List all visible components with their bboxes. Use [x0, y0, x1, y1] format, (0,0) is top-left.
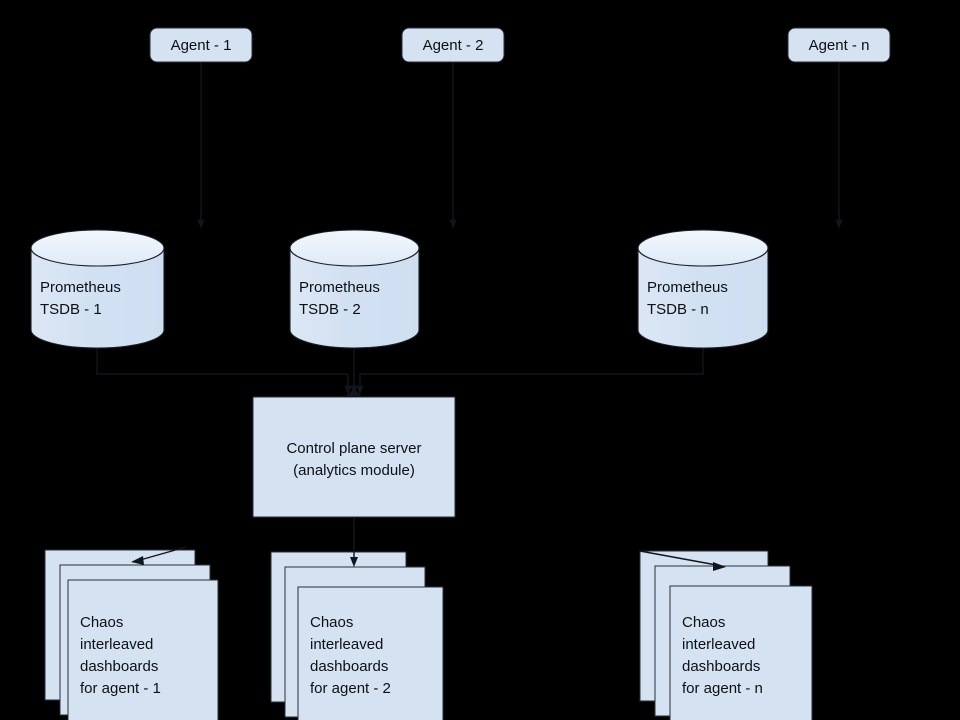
- dashboard-agent-1-line2: interleaved: [80, 636, 153, 653]
- dashboard-agent-n-line4: for agent - n: [682, 680, 763, 697]
- arrowline-into-dashboards-agent-n: [639, 550, 723, 567]
- dashboard-agent-2-line4: for agent - 2: [310, 680, 391, 697]
- dashboard-agent-n-line1: Chaos: [682, 614, 725, 631]
- tsdb-1-label-line2: TSDB - 1: [40, 301, 102, 318]
- agent-node-agent-2[interactable]: Agent - 2: [401, 27, 505, 63]
- tsdb-n-label-line2: TSDB - n: [647, 301, 709, 318]
- dashboard-agent-2-line2: interleaved: [310, 636, 383, 653]
- dashboard-agent-1-line3: dashboards: [80, 658, 158, 675]
- tsdb-2-label-line2: TSDB - 2: [299, 301, 361, 318]
- dashboard-agent-n-line2: interleaved: [682, 636, 755, 653]
- arrowhead-into-dashboards-agent-n: [713, 562, 726, 571]
- dashboard-stack-agent-1[interactable]: Chaos interleaved dashboards for agent -…: [44, 549, 219, 720]
- tsdb-2-cylinder-body[interactable]: [289, 247, 420, 349]
- agent-n-label: Agent - n: [809, 37, 870, 54]
- agent-1-label: Agent - 1: [171, 37, 232, 54]
- tsdb-n-cylinder-body[interactable]: [637, 247, 769, 349]
- arrowhead-into-dashboards-agent-2: [350, 557, 358, 567]
- datastore-node-tsdb-1[interactable]: Prometheus TSDB - 1: [30, 229, 165, 349]
- datastore-node-tsdb-n[interactable]: Prometheus TSDB - n: [637, 229, 769, 349]
- agent-2-label: Agent - 2: [423, 37, 484, 54]
- dashboard-agent-1-line1: Chaos: [80, 614, 123, 631]
- tsdb-n-cylinder-top: [637, 229, 769, 267]
- control-plane-label-line2: (analytics module): [293, 462, 415, 479]
- control-plane-node[interactable]: Control plane server (analytics module): [252, 396, 456, 518]
- control-plane-label-line1: Control plane server: [286, 440, 421, 457]
- dashboard-agent-2-line1: Chaos: [310, 614, 353, 631]
- datastore-node-tsdb-2[interactable]: Prometheus TSDB - 2: [289, 229, 420, 349]
- dashboard-card-front-agent-1[interactable]: [67, 579, 219, 720]
- dashboard-agent-n-line3: dashboards: [682, 658, 760, 675]
- tsdb-n-label-line1: Prometheus: [647, 279, 728, 296]
- tsdb-1-cylinder-body[interactable]: [30, 247, 165, 349]
- control-plane-box[interactable]: [252, 396, 456, 518]
- agent-1-box[interactable]: [149, 27, 253, 63]
- arrowhead-into-control-plane: [345, 389, 363, 397]
- tsdb-2-cylinder-top: [289, 229, 420, 267]
- tsdb-1-cylinder-top: [30, 229, 165, 267]
- agent-n-box[interactable]: [787, 27, 891, 63]
- dashboard-stack-agent-n[interactable]: Chaos interleaved dashboards for agent -…: [639, 550, 813, 720]
- agent-2-box[interactable]: [401, 27, 505, 63]
- dashboard-agent-2-line3: dashboards: [310, 658, 388, 675]
- dashboard-card-front-agent-n[interactable]: [669, 585, 813, 720]
- tsdb-2-label-line1: Prometheus: [299, 279, 380, 296]
- dashboard-agent-1-line4: for agent - 1: [80, 680, 161, 697]
- visible-arrowhead-layer: [131, 389, 726, 571]
- dashboard-card-front-agent-2[interactable]: [297, 586, 444, 720]
- agent-node-agent-1[interactable]: Agent - 1: [149, 27, 253, 63]
- connector-tsdb-n-to-control-plane: [356, 348, 704, 395]
- arrowhead-into-dashboards-agent-1: [131, 556, 144, 565]
- tsdb-1-label-line1: Prometheus: [40, 279, 121, 296]
- agent-node-agent-n[interactable]: Agent - n: [787, 27, 891, 63]
- dashboard-stack-agent-2[interactable]: Chaos interleaved dashboards for agent -…: [270, 551, 444, 720]
- connector-tsdb-1-to-control-plane: [96, 348, 352, 395]
